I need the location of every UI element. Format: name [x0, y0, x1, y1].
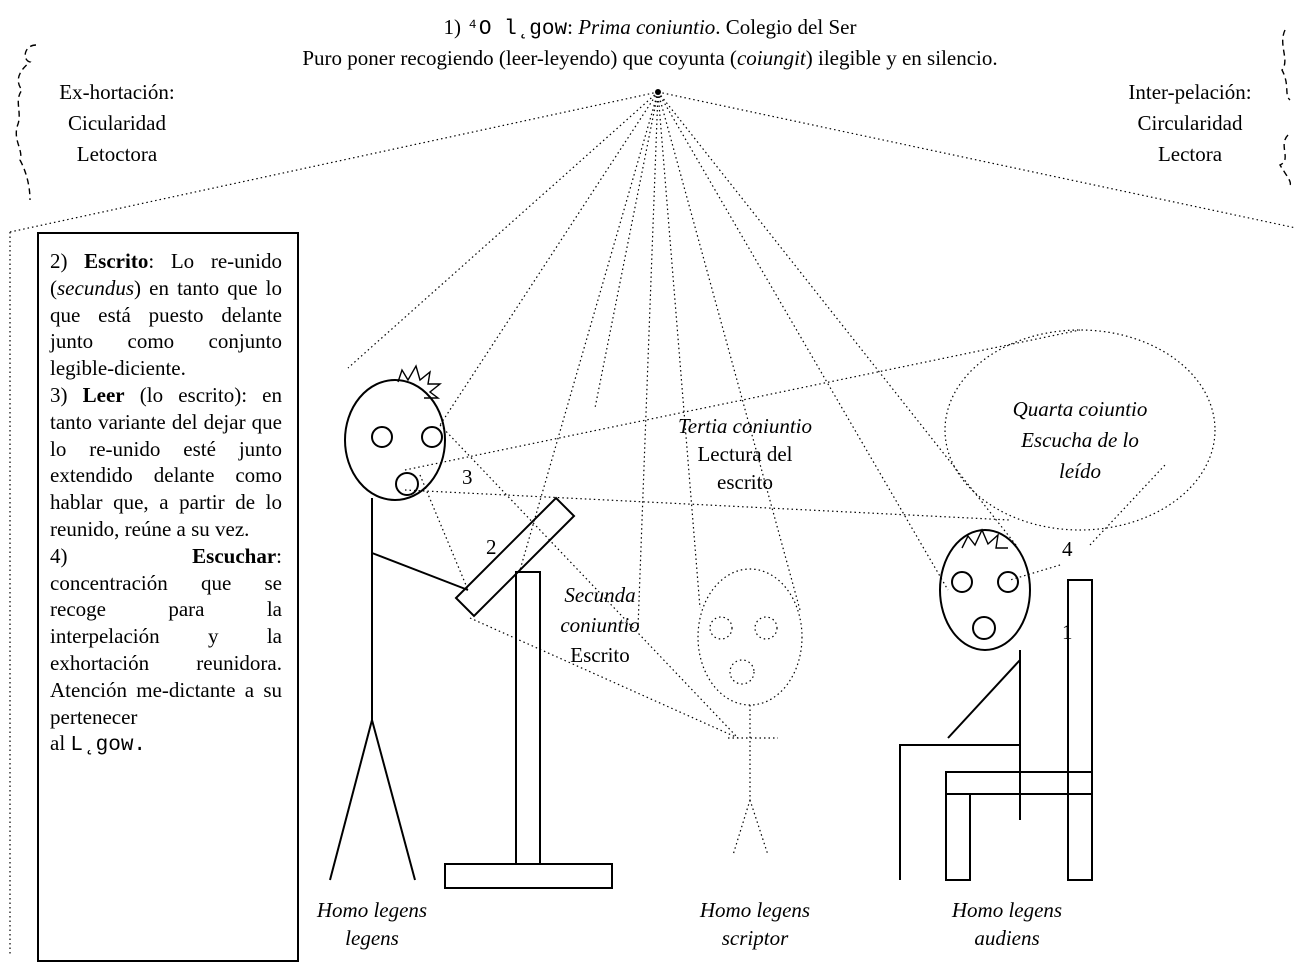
- header-subtitle-a: Puro poner recogiendo (leer-leyendo) que…: [302, 46, 737, 70]
- caption-homo-legens-scriptor: Homo legens scriptor: [699, 898, 811, 950]
- header-greek-logos: ⁴O l˛gow: [466, 18, 568, 41]
- secunda-coniuntio-label: Secunda coniuntio Escrito: [560, 583, 640, 667]
- right-note-line2: Circularidad: [1137, 111, 1243, 135]
- right-note-line1: Inter-pelación:: [1128, 80, 1252, 104]
- marker-4: 4: [1062, 537, 1073, 561]
- figure-audiens-listener: [899, 528, 1031, 880]
- caption-homo-legens-audiens: Homo legens audiens: [951, 898, 1063, 950]
- left-note-exhortacion: Ex-hortación: Cicularidad Letoctora: [22, 77, 212, 170]
- header-prima-coniuntio: Prima coniuntio: [578, 15, 716, 39]
- header-title: 1) ⁴O l˛gow: Prima coniuntio. Colegio de…: [0, 14, 1300, 43]
- left-note-line3: Letoctora: [76, 142, 158, 166]
- header-colon: :: [567, 15, 579, 39]
- marker-2: 2: [486, 535, 497, 559]
- tertia-coniuntio-label: Tertia coniuntio Lectura del escrito: [678, 414, 812, 494]
- book-slate: [454, 496, 576, 618]
- quarta-speech-bubble: [944, 329, 1216, 531]
- quarta-coiuntio-label: Quarta coiuntio Escucha de lo leído: [1012, 397, 1148, 483]
- definitions-box: 2) Escrito: Lo re-unido (secundus) en ta…: [37, 232, 299, 962]
- header-colegio: . Colegio del Ser: [715, 15, 857, 39]
- apex-rays: [347, 91, 1017, 629]
- figure-legens-reader: [329, 364, 469, 881]
- marker-1: 1: [1062, 620, 1073, 644]
- right-note-interpelacion: Inter-pelación: Circularidad Lectora: [1090, 77, 1290, 170]
- connection-lines: [404, 329, 1166, 739]
- left-note-line1: Ex-hortación:: [59, 80, 175, 104]
- right-note-line3: Lectora: [1157, 142, 1223, 166]
- definition-escrito: 2) Escrito: Lo re-unido (secundus) en ta…: [50, 249, 282, 381]
- apex-point: [655, 89, 661, 95]
- marker-3: 3: [462, 465, 473, 489]
- definitions-text: 2) Escrito: Lo re-unido (secundus) en ta…: [50, 248, 282, 760]
- definition-leer: 3) Leer (lo escrito): en tanto variante …: [50, 382, 282, 541]
- left-note-line2: Cicularidad: [68, 111, 166, 135]
- header-subtitle-italic: coiungit: [736, 46, 806, 70]
- header-subtitle-b: ) ilegible y en silencio.: [805, 46, 998, 70]
- header-subtitle: Puro poner recogiendo (leer-leyendo) que…: [0, 45, 1300, 71]
- lectern: [444, 571, 613, 889]
- outer-frame-lines: [9, 91, 1297, 955]
- definition-escuchar: 4) Escuchar: concentración que se recoge…: [50, 543, 282, 758]
- left-scroll-ornament: [15, 44, 37, 201]
- chair: [945, 579, 1093, 881]
- caption-homo-legens-legens: Homo legens legens: [316, 898, 428, 950]
- figure-scriptor: [697, 568, 803, 856]
- header-number: 1): [443, 15, 467, 39]
- right-scroll-ornament: [1278, 29, 1292, 186]
